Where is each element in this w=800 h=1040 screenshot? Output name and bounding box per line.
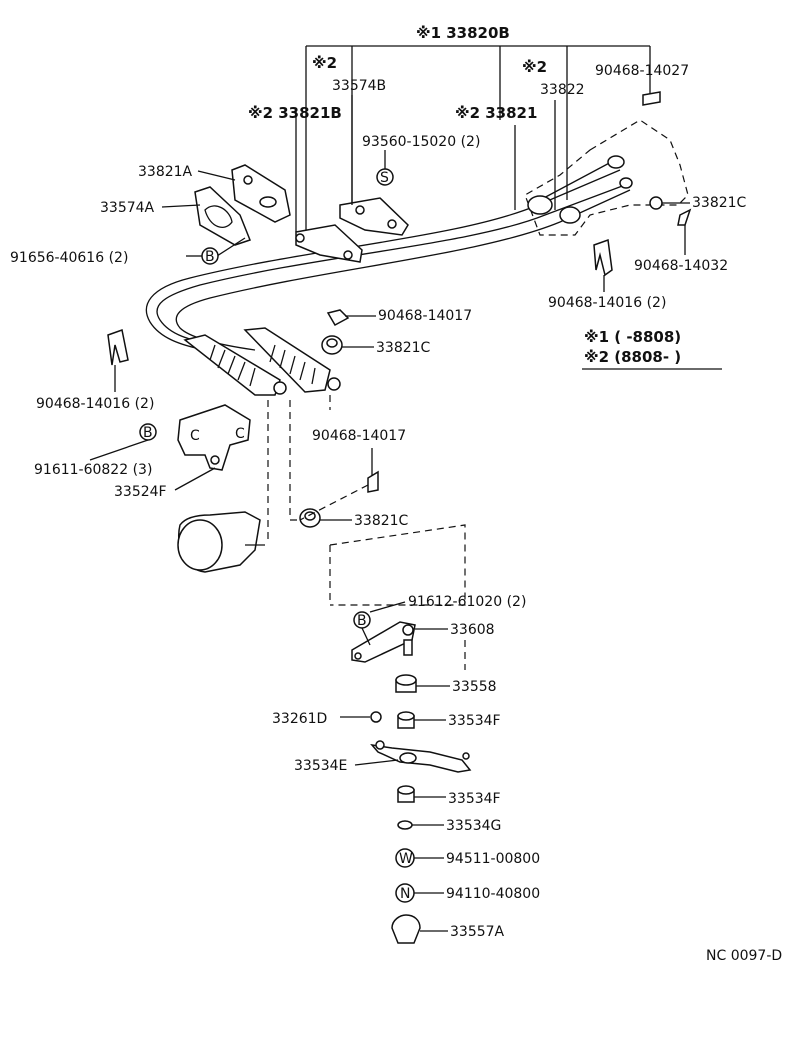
label-33822-mark: ※2 <box>522 58 547 76</box>
dashed-leaders <box>267 395 466 670</box>
svg-text:C: C <box>235 426 245 442</box>
label-93560-15020: 93560-15020 (2) <box>362 134 480 150</box>
label-90468-14027: 90468-14027 <box>595 63 689 79</box>
label-33821C-low: 33821C <box>354 513 409 529</box>
symbol-s-93560: S <box>376 168 394 186</box>
label-33574B-mark: ※2 <box>312 54 337 72</box>
legend-row-1: ※1 ( -8808) <box>584 328 681 346</box>
lever-33608 <box>351 621 416 663</box>
shift-cables <box>145 155 633 351</box>
bushing-33821C-top <box>649 196 663 210</box>
label-33558: 33558 <box>452 679 497 695</box>
legend: ※1 ( -8808) ※2 (8808- ) <box>582 328 722 370</box>
label-33822: 33822 <box>540 82 585 98</box>
symbol-n-94110: N <box>395 883 415 903</box>
svg-text:N: N <box>400 886 410 902</box>
label-33821: ※2 33821 <box>455 104 537 122</box>
svg-text:W: W <box>399 851 413 867</box>
label-91656-40616: 91656-40616 (2) <box>10 250 128 266</box>
label-90468-14016-left: 90468-14016 (2) <box>36 396 154 412</box>
label-90468-14017-a: 90468-14017 <box>378 308 472 324</box>
svg-text:B: B <box>205 249 215 265</box>
symbol-w-94511: W <box>395 848 415 868</box>
label-33574B: 33574B <box>332 78 386 94</box>
svg-text:S: S <box>380 170 389 186</box>
label-94110-40800: 94110-40800 <box>446 886 540 902</box>
lever-33534E <box>370 740 472 773</box>
clip-90468-14027 <box>642 91 661 106</box>
cable-boots <box>183 327 341 396</box>
bushing-33534F-b <box>397 785 415 803</box>
label-91611-60822: 91611-60822 (3) <box>34 462 152 478</box>
svg-text:B: B <box>357 613 367 629</box>
label-33534F-a: 33534F <box>448 713 501 729</box>
upper-bracket-outline <box>524 119 689 236</box>
label-33574A: 33574A <box>100 200 155 216</box>
bushing-33534F-a <box>397 711 415 729</box>
top-bracket-lines <box>295 45 651 235</box>
svg-text:B: B <box>143 425 153 441</box>
clip-90468-14017-b <box>367 470 379 493</box>
pin-33261D <box>370 711 382 723</box>
label-33821B: ※2 33821B <box>248 104 342 122</box>
bracket-33821A <box>231 164 291 223</box>
part-labels: ※1 33820B ※2 33574B ※2 33821B ※2 33821 ※… <box>10 24 747 940</box>
knob-33557A <box>391 914 421 944</box>
label-33608: 33608 <box>450 622 495 638</box>
label-33534E: 33534E <box>294 758 347 774</box>
bracket-33574B <box>339 197 409 236</box>
clip-90468-14016-right <box>593 238 613 277</box>
clip-90468-14016-left <box>107 329 129 366</box>
bushing-33821C-mid <box>321 335 343 355</box>
label-33534F-b: 33534F <box>448 791 501 807</box>
label-91612-61020: 91612-61020 (2) <box>408 594 526 610</box>
bracket-33524F: C C <box>177 404 251 471</box>
leader-lines <box>89 95 690 932</box>
label-94511-00800: 94511-00800 <box>446 851 540 867</box>
transmission-housing <box>177 511 265 573</box>
label-90468-14032: 90468-14032 <box>634 258 728 274</box>
label-33820B: ※1 33820B <box>416 24 510 42</box>
bracket-33574A <box>194 186 251 246</box>
bracket-33821B <box>295 224 363 263</box>
label-33534G: 33534G <box>446 818 501 834</box>
label-33261D: 33261D <box>272 711 327 727</box>
label-90468-14016-right: 90468-14016 (2) <box>548 295 666 311</box>
symbol-b-91656: B <box>201 247 219 265</box>
clip-90468-14032 <box>677 208 692 226</box>
label-33524F: 33524F <box>114 484 167 500</box>
washer-33534G <box>397 820 413 830</box>
label-33821C-top: 33821C <box>692 195 747 211</box>
symbol-b-91611: B <box>139 423 157 441</box>
diagram-code: NC 0097-D <box>706 948 782 964</box>
label-33557A: 33557A <box>450 924 505 940</box>
clip-90468-14017-a <box>326 309 350 327</box>
legend-row-2: ※2 (8808- ) <box>584 348 681 366</box>
label-33821C-mid: 33821C <box>376 340 431 356</box>
symbol-b-91612: B <box>353 611 371 629</box>
label-33821A: 33821A <box>138 164 193 180</box>
svg-text:C: C <box>190 428 200 444</box>
bushing-33558 <box>395 674 417 693</box>
label-90468-14017-b: 90468-14017 <box>312 428 406 444</box>
